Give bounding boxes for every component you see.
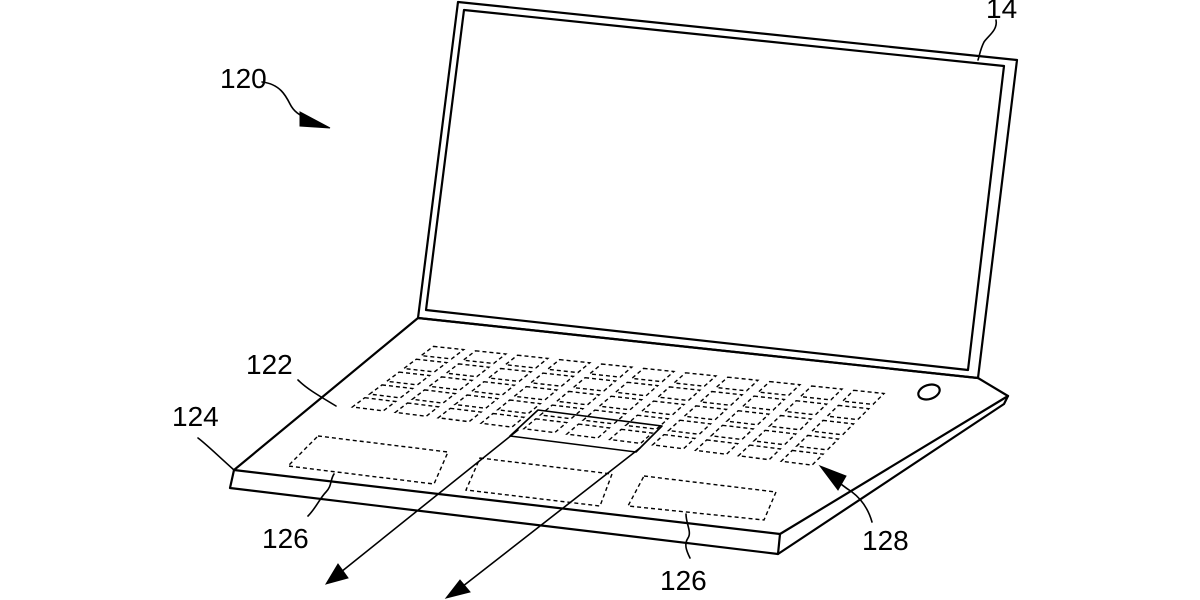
label-122: 122 [246,349,293,380]
leader-122 [297,379,337,407]
keyboard-key [656,386,702,402]
keyboard-key [666,419,713,436]
keyboard-key [587,363,634,378]
keyboard-key [613,381,660,397]
keyboard-key [522,418,569,434]
keyboard-key [555,390,601,406]
keyboard-key [714,376,760,392]
keyboard-key [512,385,559,401]
arrowhead-left [324,563,349,585]
keyboard-keys [350,345,886,466]
keyboard-key [825,404,871,421]
label-14: 14 [986,0,1017,24]
keyboard-key [741,395,786,411]
keyboard-key [779,449,825,466]
keyboard-key [350,396,398,412]
keyboard-key [693,439,740,456]
keyboard-key [565,423,611,439]
display-screen [424,8,1006,372]
keyboard-key [367,384,415,399]
keyboard-key [461,350,508,365]
keyboard-key [756,380,802,397]
keyboard-key [444,363,491,378]
projection-line-right [457,447,641,591]
keyboard-key [798,385,844,401]
keyboard-key [503,354,550,369]
keyboard-key [597,395,644,411]
keyboard-key [393,402,441,418]
keyboard-key [640,400,686,416]
keyboard-key [709,424,755,441]
leader-124 [197,437,235,471]
keyboard-key [470,380,517,396]
power-button [917,383,941,401]
keyboard-key [650,433,697,450]
keyboard-key [767,414,813,431]
keyboard-key [384,371,432,386]
keyboard-key [841,389,886,406]
keyboard-key [672,372,718,387]
keyboard-key [752,429,798,446]
laptop-base [228,316,1010,556]
keyboard-key [486,367,533,383]
keyboard-key [453,394,500,410]
keyboard-key [436,407,483,423]
keyboard-key [402,358,449,373]
touch-pad-left [286,435,450,485]
label-126-front: 126 [660,565,707,596]
keyboard-key [479,412,526,428]
arrowhead-120 [299,111,331,129]
arrowhead-128 [818,464,847,491]
leader-126-left [307,473,335,517]
touch-pad-right [626,475,778,521]
keyboard-key [725,409,771,426]
display-lid [416,0,1019,380]
keyboard-key [410,389,457,404]
reference-labels: 120 14 122 124 126 126 128 [172,0,1017,596]
keyboard-key [698,390,744,407]
keyboard-key [419,345,466,360]
keyboard-key [630,367,676,383]
keyboard-key [427,376,474,391]
keyboard-key [736,444,782,461]
touch-pads [286,435,778,521]
label-126-left: 126 [262,523,309,554]
leaders [197,19,998,559]
keyboard-key [529,372,576,387]
keyboard-key [682,405,729,421]
keyboard-key [795,434,840,451]
keyboard-key [495,399,543,415]
label-124: 124 [172,401,219,432]
keyboard-key [545,358,592,374]
keyboard-key [810,419,856,436]
projection-arrows [324,429,641,599]
keyboard-key [571,376,618,392]
label-128: 128 [862,525,909,556]
projection-line-left [335,429,519,577]
keyboard-key [783,399,829,416]
arrowhead-right [444,579,471,599]
label-120: 120 [220,63,267,94]
leader-126-front [685,513,691,559]
deck-front-corner [776,532,782,556]
deck-top [232,316,1010,536]
leader-14 [977,19,998,61]
